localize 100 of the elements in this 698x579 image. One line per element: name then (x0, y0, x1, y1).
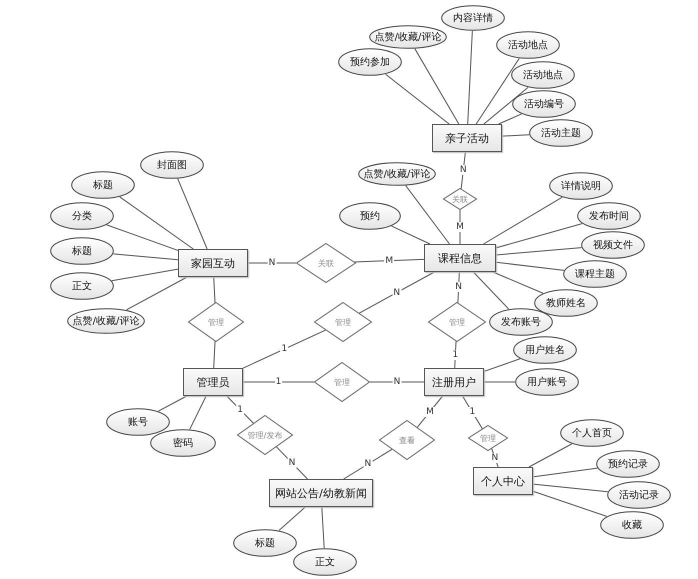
connector-line (354, 258, 424, 262)
attribute-ellipse: 账号 (106, 408, 170, 436)
attribute-ellipse: 详情说明 (549, 172, 613, 200)
relationship-diamond: 关联 (296, 243, 356, 283)
relationship-diamond: 管理 (188, 302, 244, 342)
cardinality-label: 1 (280, 344, 288, 354)
attribute-ellipse: 活动记录 (607, 481, 671, 509)
connector-line (213, 276, 216, 304)
attribute-ellipse: 视频文件 (581, 231, 645, 259)
connector-line (496, 247, 582, 256)
connector-line (106, 224, 178, 251)
connector-line (126, 276, 188, 310)
attribute-ellipse: 点赞/收藏/评论 (369, 25, 447, 49)
cardinality-label: N (490, 452, 500, 463)
entity-box: 个人中心 (473, 467, 533, 495)
attribute-ellipse: 分类 (50, 202, 114, 230)
connector-line (405, 185, 450, 244)
entity-box: 注册用户 (424, 368, 484, 396)
attribute-ellipse: 发布时间 (577, 202, 641, 230)
connector-line (492, 272, 544, 294)
attribute-ellipse: 标题 (50, 237, 114, 265)
connector-line (483, 86, 529, 124)
cardinality-label: N (288, 458, 296, 468)
connector-line (496, 262, 565, 271)
attribute-ellipse: 内容详情 (441, 5, 505, 31)
attribute-ellipse: 用户账号 (515, 368, 579, 396)
connector-line (112, 253, 178, 260)
connector-line (414, 48, 460, 124)
cardinality-label: N (392, 288, 402, 298)
connector-line (528, 443, 572, 468)
attribute-ellipse: 活动地点 (496, 31, 560, 59)
attribute-ellipse: 标题 (71, 171, 135, 199)
connector-line (119, 196, 194, 250)
cardinality-label: M (455, 222, 465, 232)
connector-line (532, 484, 608, 492)
cardinality-label: 1 (452, 350, 460, 360)
attribute-ellipse: 点赞/收藏/评论 (67, 308, 145, 334)
cardinality-label: M (384, 256, 394, 266)
attribute-ellipse: 预约 (339, 202, 401, 230)
connector-line (483, 196, 563, 244)
attribute-ellipse: 用户姓名 (513, 336, 577, 364)
connector-line (358, 272, 435, 314)
relationship-diamond: 管理 (468, 425, 508, 451)
attribute-ellipse: 教师姓名 (534, 289, 598, 317)
attribute-ellipse: 收藏 (600, 511, 664, 539)
connector-line (467, 30, 473, 124)
connector-line (226, 396, 254, 424)
connector-line (472, 272, 510, 310)
cardinality-label: N (392, 377, 402, 387)
connector-line (343, 448, 392, 480)
attribute-ellipse: 预约记录 (596, 450, 660, 478)
connector-line (502, 134, 530, 137)
entity-box: 亲子活动 (432, 124, 502, 152)
connector-line (476, 58, 520, 124)
attribute-ellipse: 发布账号 (489, 308, 553, 336)
cardinality-label: 1 (236, 404, 244, 415)
connector-line (278, 506, 306, 531)
attribute-ellipse: 预约参加 (338, 48, 402, 76)
attribute-ellipse: 点赞/收藏/评论 (358, 162, 436, 186)
attribute-ellipse: 活动编号 (512, 90, 576, 118)
connector-line (532, 490, 608, 517)
cardinality-label: N (268, 258, 276, 268)
relationship-diamond: 管理 (314, 302, 372, 342)
connector-line (321, 506, 325, 548)
connector-line (111, 268, 178, 282)
cardinality-label: N (363, 459, 372, 470)
attribute-ellipse: 活动主题 (529, 119, 593, 147)
connector-line (158, 396, 188, 412)
attribute-ellipse: 活动地点 (511, 61, 575, 89)
connector-line (385, 74, 450, 124)
connector-line (391, 226, 430, 244)
connector-line (242, 330, 326, 369)
cardinality-label: N (454, 282, 463, 292)
connector-line (460, 152, 466, 190)
attribute-ellipse: 正文 (50, 272, 114, 300)
entity-box: 管理员 (183, 368, 243, 396)
cardinality-label: N (458, 165, 468, 176)
attribute-ellipse: 标题 (233, 529, 297, 557)
relationship-diamond: 关联 (443, 188, 477, 210)
connector-line (532, 468, 598, 478)
relationship-diamond: 管理 (428, 302, 486, 342)
connector-line (457, 272, 460, 304)
connector-line (484, 358, 521, 372)
cardinality-label: M (425, 406, 435, 417)
attribute-ellipse: 课程主题 (563, 260, 627, 288)
connector-line (248, 262, 296, 264)
entity-box: 网站公告/幼教新闻 (269, 479, 373, 507)
attribute-ellipse: 封面图 (140, 151, 204, 179)
attribute-ellipse: 密码 (150, 429, 216, 457)
cardinality-label: 1 (274, 377, 282, 387)
attribute-ellipse: 正文 (293, 548, 357, 576)
relationship-diamond: 管理/发布 (237, 415, 293, 455)
connector-line (213, 340, 216, 368)
connector-line (276, 446, 308, 480)
relationship-diamond: 管理 (314, 362, 370, 402)
connector-line (177, 178, 208, 250)
entity-box: 家园互动 (178, 249, 248, 277)
attribute-ellipse: 个人首页 (560, 419, 624, 447)
connector-line (498, 113, 522, 124)
connector-line (189, 396, 207, 430)
